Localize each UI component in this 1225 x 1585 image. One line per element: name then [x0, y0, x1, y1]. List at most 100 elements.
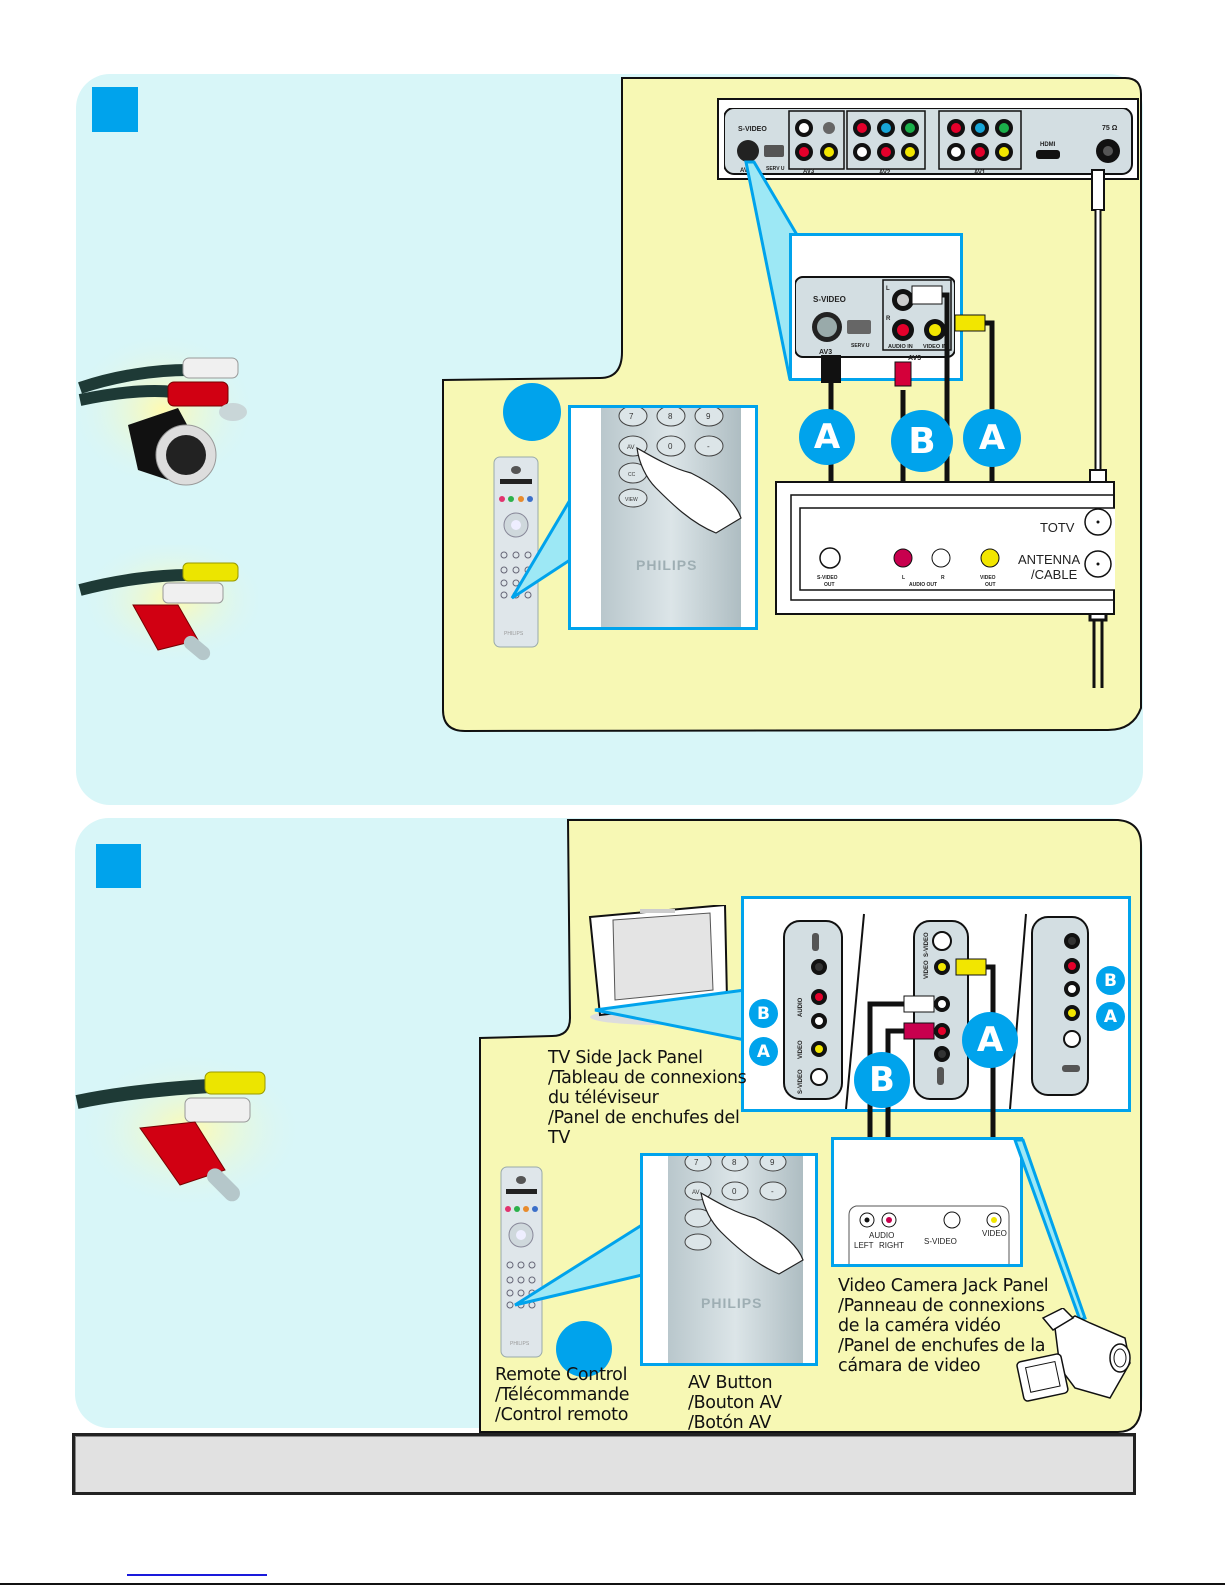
zoom-audio-in-label: AUDIO IN — [888, 344, 913, 350]
left-video-label: VIDEO — [798, 1040, 804, 1059]
av1-jacks[interactable] — [947, 119, 1013, 161]
hdmi-port[interactable] — [1036, 150, 1060, 159]
remote-closeup-frame-2: 7 8 9 AV 0 - PHILIPS — [640, 1153, 818, 1366]
camera-caption-line: /Panneau de connexions — [838, 1296, 1045, 1316]
av3-jacks[interactable] — [795, 119, 838, 161]
zoom-r-label: R — [886, 316, 891, 322]
tv-side-caption-line: /Tableau de connexions — [548, 1068, 747, 1088]
recorder-back-panel: S-VIDEO AV3 SERV U AV3 AV2 AV1 HDMI 75 Ω — [724, 108, 1133, 176]
av1-label: AV1 — [974, 170, 986, 176]
step-1-marker — [92, 87, 138, 132]
av2-jacks[interactable] — [853, 119, 919, 161]
middle-video-label: VIDEO — [924, 960, 930, 979]
remote-caption-line: Remote Control — [495, 1365, 628, 1385]
video-camera-icon — [1016, 1308, 1131, 1402]
audio-video-cable-image-1 — [78, 545, 258, 665]
remote-small-brand-2: PHILIPS — [510, 1341, 530, 1347]
zoom-l-label: L — [886, 286, 890, 292]
audio-r-label: R — [941, 575, 945, 581]
camera-caption-line: /Panel de enchufes de la — [838, 1336, 1046, 1356]
zoom-av3-label: AV3 — [819, 349, 832, 356]
av-button-caption-line: /Botón AV — [688, 1413, 771, 1433]
remote-caption: Remote Control /Télécommande /Control re… — [495, 1365, 630, 1425]
remote-closeup-frame-1: 7 8 9 AV 0 - CC VIEW PHILIPS — [568, 405, 758, 630]
left-audio-label: AUDIO — [798, 997, 804, 1017]
to-tv-label: TOTV — [1040, 520, 1075, 535]
btn-0-2: 0 — [732, 1187, 737, 1196]
video-out-jack[interactable] — [980, 548, 1000, 568]
servu-label: SERV U — [766, 166, 785, 172]
camera-video-label: VIDEO — [982, 1229, 1007, 1238]
av2-label: AV2 — [879, 170, 891, 176]
remote-control-small-1: PHILIPS — [493, 456, 539, 648]
camera-svideo-jack[interactable] — [943, 1211, 961, 1229]
tv-side-caption-line: TV Side Jack Panel — [548, 1048, 703, 1068]
btn-8: 8 — [668, 412, 673, 421]
btn-7-2: 7 — [694, 1158, 699, 1167]
av3-group-label: AV3 — [803, 169, 815, 175]
audio-out-l-jack[interactable] — [893, 548, 913, 568]
audio-l-label: L — [902, 575, 905, 581]
zoom-av3-group-label: AV3 — [908, 355, 921, 362]
camera-caption: Video Camera Jack Panel /Panneau de conn… — [838, 1276, 1049, 1376]
btn-av: AV — [627, 445, 635, 451]
video-out-label: VIDEO — [980, 575, 996, 581]
zoom-video-in-label: VIDEO IN — [923, 344, 947, 350]
btn-0: 0 — [668, 442, 673, 451]
badge-a-right: A — [1096, 1002, 1125, 1031]
remote-closeup-1: 7 8 9 AV 0 - CC VIEW PHILIPS — [601, 408, 742, 627]
camera-caption-line: de la caméra vidéo — [838, 1316, 1001, 1336]
hdmi-label: HDMI — [1040, 142, 1056, 148]
cable-label: /CABLE — [1031, 567, 1078, 582]
step-circle-2 — [556, 1321, 612, 1377]
badge-a-svideo: A — [799, 409, 855, 465]
av-button-caption: AV Button /Bouton AV /Botón AV — [688, 1373, 782, 1433]
left-svideo-label: S-VIDEO — [798, 1069, 804, 1094]
video-out-sub: OUT — [985, 582, 996, 588]
remote-closeup-2: 7 8 9 AV 0 - PHILIPS — [668, 1156, 804, 1363]
badge-a-side: A — [749, 1037, 778, 1066]
audio-video-cable-image-2 — [75, 1050, 305, 1210]
badge-b-big: B — [854, 1052, 910, 1108]
svideo-jack[interactable] — [737, 140, 759, 162]
badge-b-audio: B — [891, 410, 953, 472]
ohm-label: 75 Ω — [1102, 125, 1118, 132]
remote-brand-1: PHILIPS — [636, 557, 697, 573]
camera-pointer — [1012, 1138, 1087, 1322]
middle-svideo-label: S-VIDEO — [924, 932, 930, 957]
remote-control-small-2: PHILIPS — [500, 1166, 543, 1358]
btn-cc: CC — [628, 472, 636, 478]
note-box — [72, 1433, 1136, 1495]
btn-dash: - — [707, 442, 710, 451]
tv-side-caption-line: /Panel de enchufes del — [548, 1108, 740, 1128]
camera-panel: AUDIO LEFT RIGHT S-VIDEO VIDEO — [848, 1205, 1010, 1264]
remote-brand-2: PHILIPS — [701, 1295, 762, 1311]
step-circle-1 — [503, 383, 561, 441]
remote-caption-line: /Control remoto — [495, 1405, 629, 1425]
camera-panel-frame — [831, 1137, 1023, 1267]
svideo-plug-top — [821, 355, 841, 383]
camera-right-label: RIGHT — [879, 1241, 904, 1250]
jack-panels: AUDIO VIDEO S-VIDEO S-VIDEO VIDEO — [783, 913, 1089, 1109]
tv-side-caption-line: TV — [548, 1128, 571, 1148]
hand-icon — [636, 446, 742, 534]
zoom-servu-label: SERV U — [851, 343, 870, 349]
audio-out-label: AUDIO OUT — [909, 582, 937, 588]
audio-out-r-jack[interactable] — [931, 548, 951, 568]
av3-label: AV3 — [740, 168, 752, 174]
remote-small-brand: PHILIPS — [504, 631, 524, 637]
btn-av-2: AV — [692, 1190, 700, 1196]
svideo-audio-cable-image — [78, 330, 258, 490]
camera-left-label: LEFT — [854, 1241, 874, 1250]
btn-dash-2: - — [771, 1187, 774, 1196]
btn-9-2: 9 — [770, 1158, 775, 1167]
footer-rule — [0, 1583, 1225, 1585]
tv-side-panel-left — [783, 920, 843, 1100]
tv-illustration — [588, 905, 730, 1025]
camera-caption-line: cámara de video — [838, 1356, 981, 1376]
svideo-out-label: S-VIDEO — [817, 575, 838, 581]
footer-link[interactable] — [127, 1574, 267, 1576]
svideo-out-jack[interactable] — [819, 547, 841, 569]
btn-9: 9 — [706, 412, 711, 421]
remote-callout-pointer-2 — [514, 1222, 644, 1307]
